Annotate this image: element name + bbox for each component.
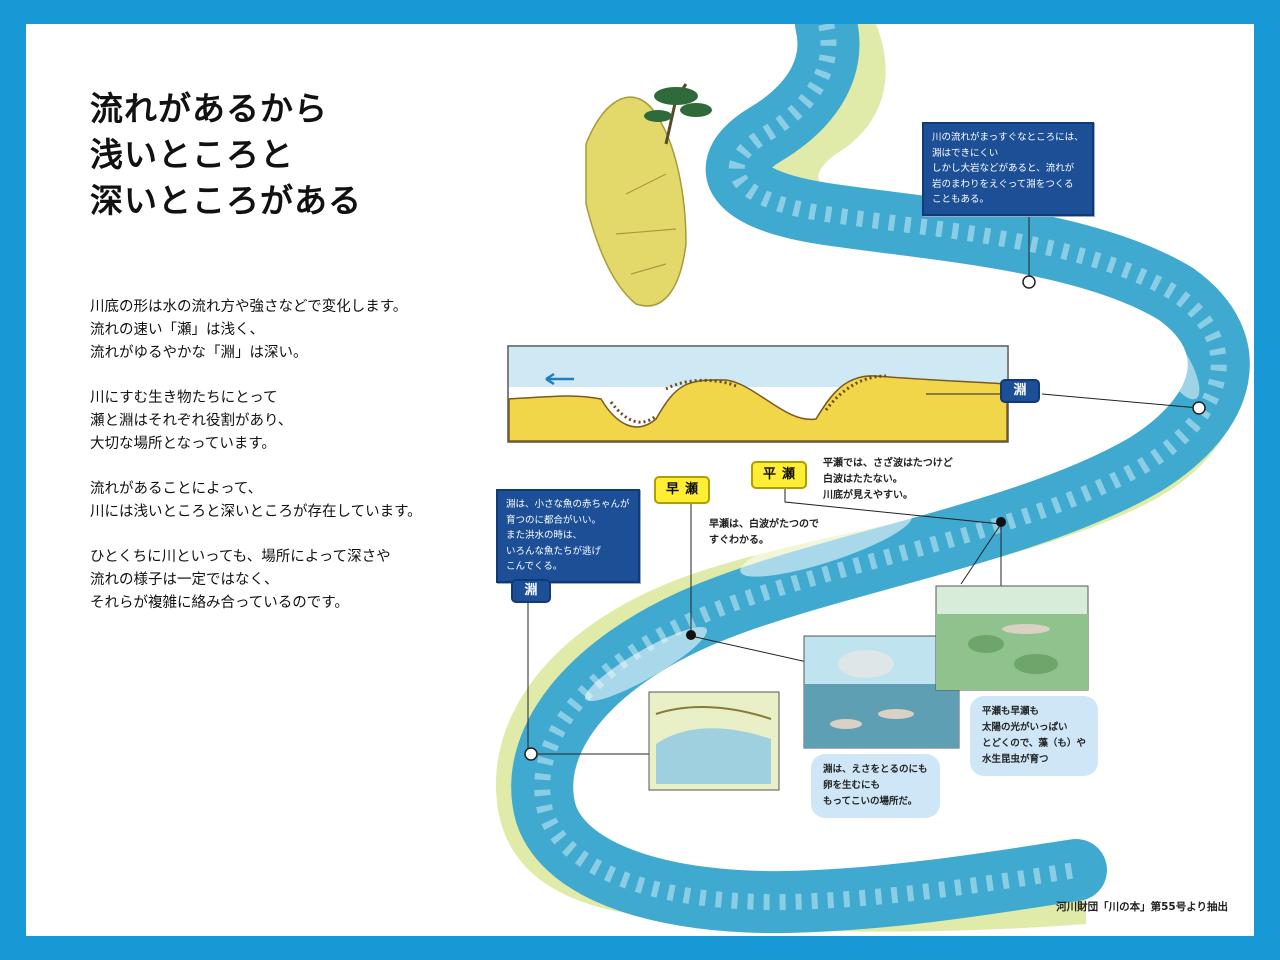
caption-hirase: 平瀬では、さざ波はたつけど 白波はたたない。 川底が見えやすい。 — [823, 458, 953, 501]
inset-riverbed-scene — [935, 585, 1089, 691]
cliff-rocks — [585, 96, 687, 307]
content-card: 流れがあるから 浅いところと 深いところがある 川底の形は水の流れ方や強さなどで… — [26, 24, 1254, 936]
marker-dot — [1192, 401, 1206, 415]
flow-arrow-icon — [545, 372, 574, 386]
rapids-foam — [740, 511, 912, 577]
inset-underwater-scene — [803, 635, 960, 749]
riverbed-cross-section — [507, 345, 1009, 443]
note-fuchi-refuge: 淵は、小さな魚の赤ちゃんが 育つのに都合がいい。 また洪水の時は、 いろんな魚た… — [496, 489, 640, 583]
marker-dot — [996, 517, 1006, 527]
pine-tree-icon — [644, 83, 712, 145]
river-highlight — [534, 24, 1227, 911]
label-hayase: 早瀬 — [654, 476, 710, 504]
marker-dot — [1022, 275, 1036, 289]
label-fuchi-lower: 淵 — [511, 579, 551, 603]
inset-fuchi-scene — [648, 691, 780, 791]
caption-hayase: 早瀬は、白波がたつので すぐわかる。 — [709, 519, 819, 546]
page-title: 流れがあるから 浅いところと 深いところがある — [90, 89, 362, 220]
note-straight-flow: 川の流れがまっすぐなところには、 淵はできにくい しかし大岩などがあると、流れが… — [922, 122, 1094, 216]
marker-dot — [524, 747, 538, 761]
marker-dot — [686, 630, 696, 640]
label-fuchi-cross-section: 淵 — [1000, 379, 1040, 403]
bubble-fuchi-food: 淵は、えさをとるのにも 卵を生むにも もってこいの場所だ。 — [811, 754, 940, 818]
source-credit: 河川財団「川の本」第55号より抽出 — [1056, 901, 1228, 913]
rapids-foam — [584, 626, 708, 702]
paragraph-2: 川にすむ生き物たちにとって 瀬と淵はそれぞれ役割があり、 大切な場所となっていま… — [90, 390, 293, 452]
paragraph-3: 流れがあることによって、 川には浅いところと深いところが存在しています。 — [90, 481, 422, 520]
body-text: 川底の形は水の流れ方や強さなどで変化します。 流れの速い「瀬」は浅く、 流れがゆ… — [90, 296, 490, 637]
rapids-foam — [1152, 328, 1200, 400]
paragraph-4: ひとくちに川といっても、場所によって深さや 流れの様子は一定ではなく、 それらが… — [90, 549, 391, 611]
cliff-lines — [615, 173, 677, 275]
label-hirase: 平瀬 — [751, 461, 807, 489]
river-illustration — [496, 24, 1250, 934]
paragraph-1: 川底の形は水の流れ方や強さなどで変化します。 流れの速い「瀬」は浅く、 流れがゆ… — [90, 299, 408, 361]
bubble-sunlight: 平瀬も早瀬も 太陽の光がいっぱい とどくので、藻（も）や 水生昆虫が育つ — [970, 696, 1098, 776]
